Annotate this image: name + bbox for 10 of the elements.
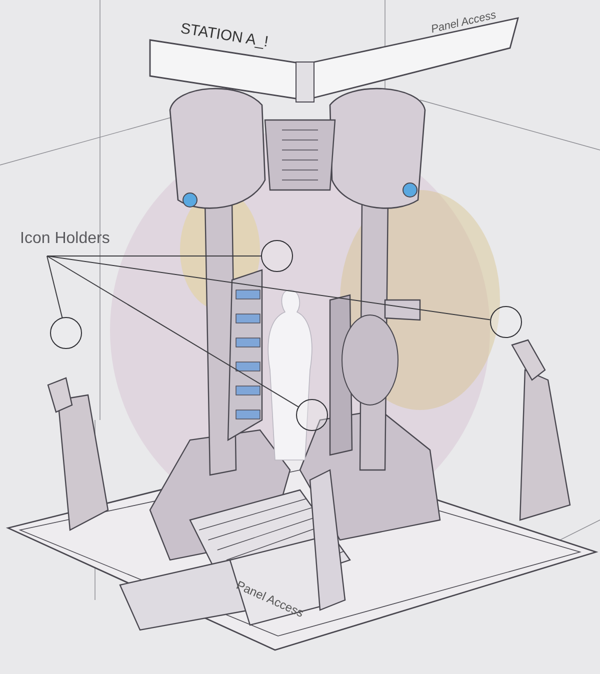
callout-text: Icon Holders [20, 230, 111, 248]
icon-holder-circle [490, 306, 522, 338]
leader-line [46, 256, 491, 320]
icon-holder-circle [296, 399, 328, 431]
sign-text: STATION A_! [179, 20, 270, 51]
panel-label: Panel Access [430, 9, 498, 36]
icon-holder-circle [50, 317, 82, 349]
leader-line [46, 256, 299, 408]
leader-line [46, 256, 63, 318]
icon-holder-circle [261, 240, 293, 272]
